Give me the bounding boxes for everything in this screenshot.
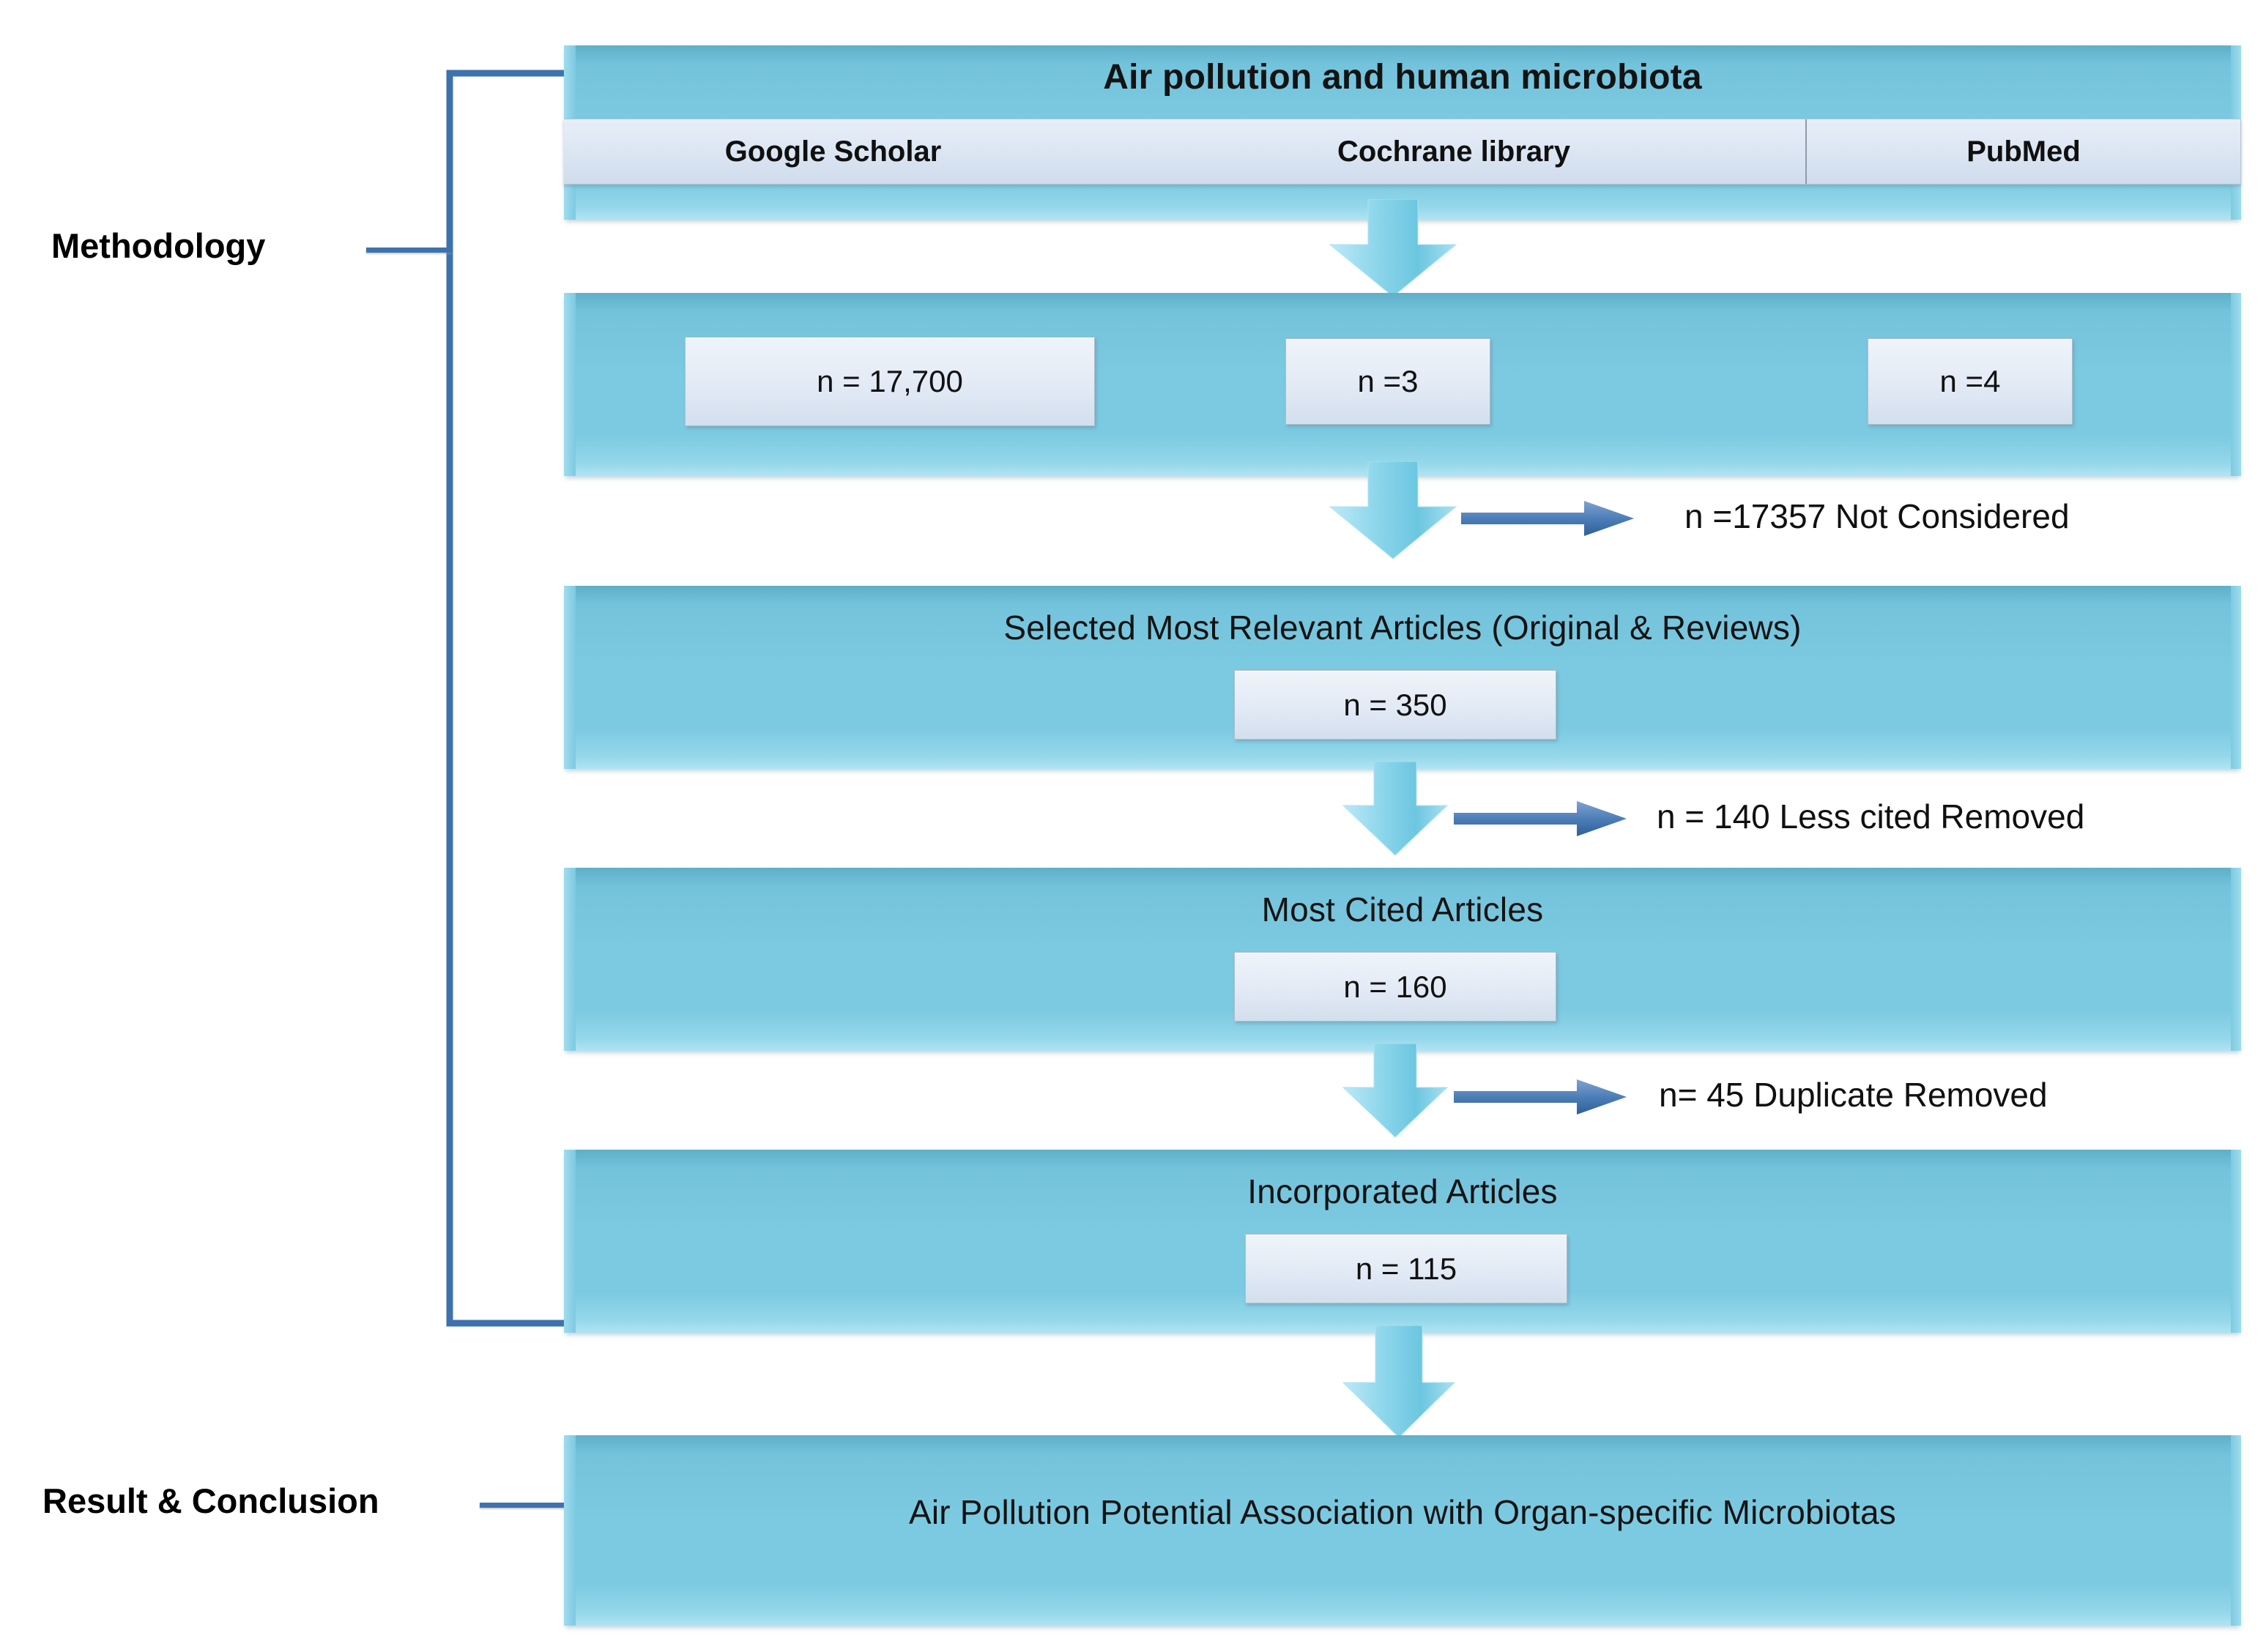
count-chip-cochrane-library: n =3 — [1285, 338, 1490, 425]
flow-arrow-most-cited-to-incorporated — [1340, 1043, 1450, 1139]
exclusion-arrow-less-cited-removed — [1454, 797, 1630, 841]
flow-arrow-sources-to-counts — [1327, 199, 1459, 298]
most-cited-chip: n = 160 — [1234, 952, 1556, 1022]
box-conclusion: Air Pollution Potential Association with… — [564, 1435, 2241, 1626]
count-label-pubmed: n =4 — [1939, 364, 2001, 398]
flow-arrow-incorporated-to-conclusion — [1340, 1325, 1457, 1439]
count-label-cochrane-library: n =3 — [1357, 364, 1419, 398]
count-chip-google-scholar: n = 17,700 — [685, 337, 1095, 426]
box-most-cited: Most Cited Articles n = 160 — [564, 868, 2241, 1051]
box-record-counts: n = 17,700 n =3 n =4 — [564, 293, 2241, 476]
source-database-strip: Google Scholar Cochrane library PubMed — [564, 119, 2241, 185]
selected-relevant-count: n = 350 — [1343, 687, 1447, 722]
incorporated-articles-chip: n = 115 — [1245, 1234, 1567, 1303]
source-cell-google-scholar[interactable]: Google Scholar — [564, 119, 1102, 184]
source-label-google-scholar: Google Scholar — [724, 135, 942, 168]
exclusion-label-less-cited-removed: n = 140 Less cited Removed — [1657, 797, 2085, 836]
exclusion-label-duplicate-removed: n= 45 Duplicate Removed — [1659, 1076, 2048, 1114]
methodology-leader-line — [366, 248, 453, 253]
exclusion-arrow-duplicate-removed — [1454, 1075, 1630, 1119]
methodology-bracket — [439, 70, 571, 1329]
incorporated-articles-title: Incorporated Articles — [1247, 1172, 1558, 1210]
box-selected-relevant: Selected Most Relevant Articles (Origina… — [564, 586, 2241, 769]
selected-relevant-chip: n = 350 — [1234, 670, 1556, 740]
search-query-title: Air pollution and human microbiota — [1103, 58, 1702, 97]
incorporated-articles-count: n = 115 — [1355, 1251, 1457, 1286]
stage-label-methodology: Methodology — [51, 226, 266, 265]
selected-relevant-title: Selected Most Relevant Articles (Origina… — [1003, 609, 1802, 647]
flow-arrow-relevant-to-most-cited — [1340, 762, 1450, 857]
count-label-google-scholar: n = 17,700 — [817, 364, 963, 398]
source-label-cochrane-library: Cochrane library — [1337, 135, 1570, 168]
source-cell-cochrane-library[interactable]: Cochrane library — [1102, 119, 1805, 184]
source-label-pubmed: PubMed — [1966, 135, 2081, 168]
most-cited-title: Most Cited Articles — [1261, 890, 1544, 929]
exclusion-arrow-not-considered — [1461, 496, 1637, 540]
conclusion-title: Air Pollution Potential Association with… — [908, 1493, 1896, 1531]
count-chip-pubmed: n =4 — [1868, 338, 2073, 425]
result-conclusion-leader-line — [480, 1503, 575, 1508]
stage-label-result-conclusion: Result & Conclusion — [42, 1481, 379, 1520]
box-incorporated-articles: Incorporated Articles n = 115 — [564, 1150, 2241, 1333]
most-cited-count: n = 160 — [1343, 969, 1447, 1004]
source-cell-pubmed[interactable]: PubMed — [1805, 119, 2240, 184]
exclusion-label-not-considered: n =17357 Not Considered — [1684, 497, 2070, 535]
flow-arrow-counts-to-relevant — [1327, 461, 1459, 560]
